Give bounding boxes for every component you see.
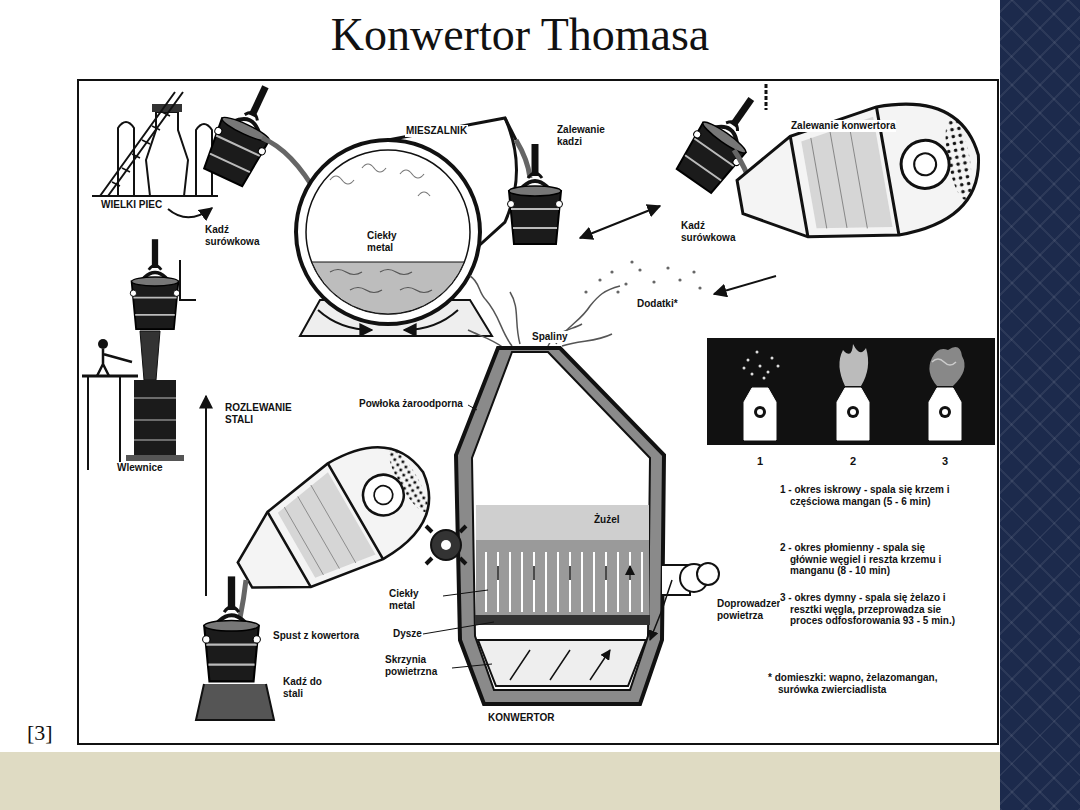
part-label: MIESZALNIK bbox=[405, 125, 468, 137]
part-label: Wlewnice bbox=[116, 462, 164, 474]
step-label: Zalewanie kadzi bbox=[556, 124, 608, 147]
part-label: Powłoka żaroodporna bbox=[358, 398, 464, 410]
part-label: Dodatki* bbox=[636, 298, 679, 310]
step-label: ROZLEWANIE STALI bbox=[224, 402, 306, 425]
part-label: Dysze bbox=[392, 628, 423, 640]
part-label: Kadź do stali bbox=[282, 676, 334, 699]
period-note: 3 - okres dymny - spala się żelazo i res… bbox=[780, 592, 967, 627]
part-label: Spaliny bbox=[531, 331, 569, 343]
side-panel bbox=[1000, 0, 1080, 810]
part-label: Ciekły metal bbox=[366, 230, 414, 253]
step-label: Spust z kowertora bbox=[272, 630, 360, 642]
converter-section bbox=[426, 348, 719, 704]
fumes bbox=[468, 276, 620, 348]
part-label: Kadź surówkowa bbox=[680, 220, 742, 243]
blast-furnace bbox=[92, 92, 218, 217]
reference-number: [3] bbox=[26, 720, 54, 745]
callout-number: 1 bbox=[756, 455, 764, 468]
part-label: KONWERTOR bbox=[487, 712, 555, 724]
blow-periods bbox=[707, 338, 995, 445]
period-note: 2 - okres płomienny - spala się głównie … bbox=[780, 542, 961, 577]
callout-number: 2 bbox=[849, 455, 857, 468]
callout-number: 3 bbox=[941, 455, 949, 468]
part-label: WIELKI PIEC bbox=[100, 199, 163, 211]
part-label: Kadź surówkowa bbox=[204, 224, 266, 247]
ingot-moulds bbox=[82, 239, 196, 470]
footnote: * domieszki: wapno, żelazomangan, surówk… bbox=[768, 672, 949, 695]
bottom-band bbox=[0, 752, 1000, 810]
slide-title: Konwertor Thomasa bbox=[270, 10, 770, 61]
mixer bbox=[296, 118, 530, 336]
period-note: 1 - okres iskrowy - spala się krzem i cz… bbox=[780, 484, 951, 507]
part-label: Żużel bbox=[593, 514, 621, 526]
step-label: Zalewanie konwertora bbox=[790, 120, 896, 132]
part-label: Skrzynia powietrzna bbox=[384, 654, 452, 677]
part-label: Ciekły metal bbox=[388, 588, 440, 611]
